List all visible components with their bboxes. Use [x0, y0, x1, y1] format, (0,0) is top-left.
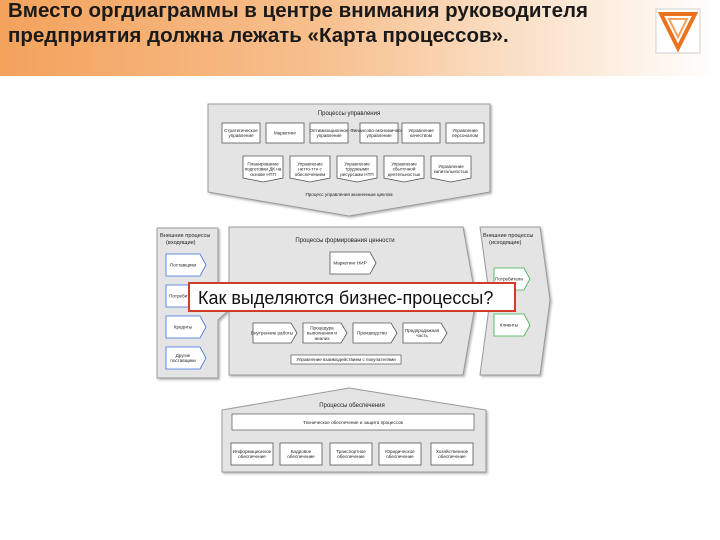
management-process-box: Маркетинг: [265, 122, 305, 144]
output-title-2: (исходящие): [489, 240, 522, 246]
value-process-box-label: Внутренние работы: [251, 331, 293, 336]
input-process-box-label: Потребители: [169, 294, 197, 299]
support-title: Процессы обеспечения: [319, 403, 384, 409]
output-process-box-label: Потребители: [495, 277, 523, 282]
value-process-box-label: Производство: [357, 331, 387, 336]
value-top-box-label: Маркетинг НИР: [333, 261, 366, 266]
title-band: [0, 0, 720, 76]
input-process-box: Кредиты: [165, 315, 207, 339]
input-title-2: (входящие): [166, 240, 196, 246]
value-footer: Управление взаимодействием с покупателям…: [296, 356, 396, 362]
output-process-box-label: Клиенты: [500, 323, 518, 328]
management-footer: Процесс управления жизненным циклом: [305, 192, 392, 197]
value-title: Процессы формирования ценности: [295, 238, 394, 244]
output-process-box: Клиенты: [493, 313, 531, 337]
triangle-logo-icon: [655, 8, 701, 54]
value-process-box: Производство: [352, 322, 398, 344]
output-title: Внешние процессы: [483, 233, 533, 239]
value-top-box: Маркетинг НИР: [329, 251, 377, 275]
question-callout: Как выделяются бизнес-процессы?: [188, 282, 516, 312]
input-process-box-label: Кредиты: [174, 325, 192, 330]
input-process-box: Поставщики: [165, 253, 207, 277]
input-process-box-label: Поставщики: [170, 263, 197, 268]
management-title: Процессы управления: [318, 111, 380, 117]
slide-title: Вместо оргдиаграммы в центре внимания ру…: [8, 0, 588, 47]
value-process-box: Внутренние работы: [251, 322, 298, 344]
input-title: Внешние процессы: [160, 233, 210, 239]
support-bar: Техническое обеспечение и защита процесс…: [303, 420, 404, 425]
management-process-box-label: Маркетинг: [274, 131, 297, 136]
support-processes-group: Процессы обеспечения Техническое обеспеч…: [221, 387, 487, 473]
